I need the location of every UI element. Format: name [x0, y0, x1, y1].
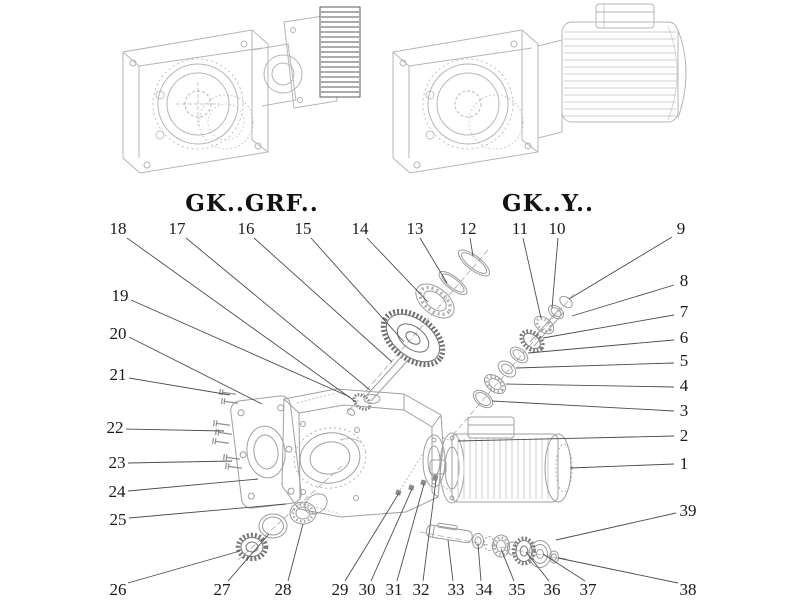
exploded-view [211, 249, 575, 568]
leader-line-35 [500, 548, 515, 582]
gearbox-y-drawing [392, 3, 687, 174]
output-gear-drawing [512, 536, 536, 566]
leader-line-30 [370, 488, 413, 582]
leader-line-16 [253, 237, 393, 363]
leader-line-6 [527, 339, 675, 354]
flange-fasteners [395, 474, 439, 496]
leader-line-19 [130, 299, 351, 398]
leader-line-12 [469, 237, 474, 257]
leader-line-14 [366, 237, 429, 303]
finned-cover-drawing [319, 6, 361, 98]
leader-line-22 [125, 428, 225, 432]
leader-line-10 [551, 237, 559, 309]
leader-line-39 [555, 512, 677, 541]
leader-line-20 [128, 336, 263, 405]
leader-line-13 [419, 237, 448, 284]
leader-line-17 [185, 237, 371, 391]
mounting-bolts [211, 388, 242, 470]
leader-line-23 [127, 460, 233, 464]
leader-line-21 [128, 377, 231, 396]
leader-line-5 [515, 362, 675, 369]
motor-top-drawing [561, 3, 687, 123]
leader-line-2 [457, 435, 675, 442]
alignment-dotted-lines [296, 392, 453, 515]
leader-line-24 [127, 478, 259, 492]
leader-line-25 [128, 503, 287, 519]
large-gear-drawing [380, 308, 446, 368]
leader-line-37 [542, 553, 586, 582]
leader-line-27 [227, 533, 270, 582]
leader-line-1 [569, 463, 675, 469]
leader-line-15 [310, 237, 405, 343]
leader-line-7 [542, 314, 675, 339]
variant-title-gky: GK..Y.. [501, 190, 595, 217]
gearbox-grf-drawing [122, 6, 361, 174]
leader-line-28 [287, 523, 304, 582]
small-gear-drawing [519, 329, 545, 353]
leader-line-26 [127, 550, 241, 584]
leader-line-32 [422, 479, 437, 582]
leader-line-8 [571, 284, 675, 317]
leader-line-38 [557, 557, 679, 584]
leader-line-4 [505, 383, 675, 388]
motor-drawing [429, 416, 573, 504]
housing-drawing [281, 388, 446, 518]
leader-line-11 [522, 237, 542, 319]
leader-line-34 [477, 543, 482, 582]
flange-plate-drawing [230, 395, 302, 509]
leader-line-36 [525, 551, 550, 582]
leader-line-31 [396, 483, 425, 582]
leader-line-29 [344, 492, 400, 582]
leader-line-33 [447, 539, 454, 582]
bevel-pinion-parts [472, 295, 573, 409]
variant-title-gkgrf: GK..GRF.. [185, 190, 319, 217]
leader-line-3 [491, 400, 675, 412]
leader-line-18 [126, 237, 357, 403]
leader-line-9 [568, 236, 673, 300]
